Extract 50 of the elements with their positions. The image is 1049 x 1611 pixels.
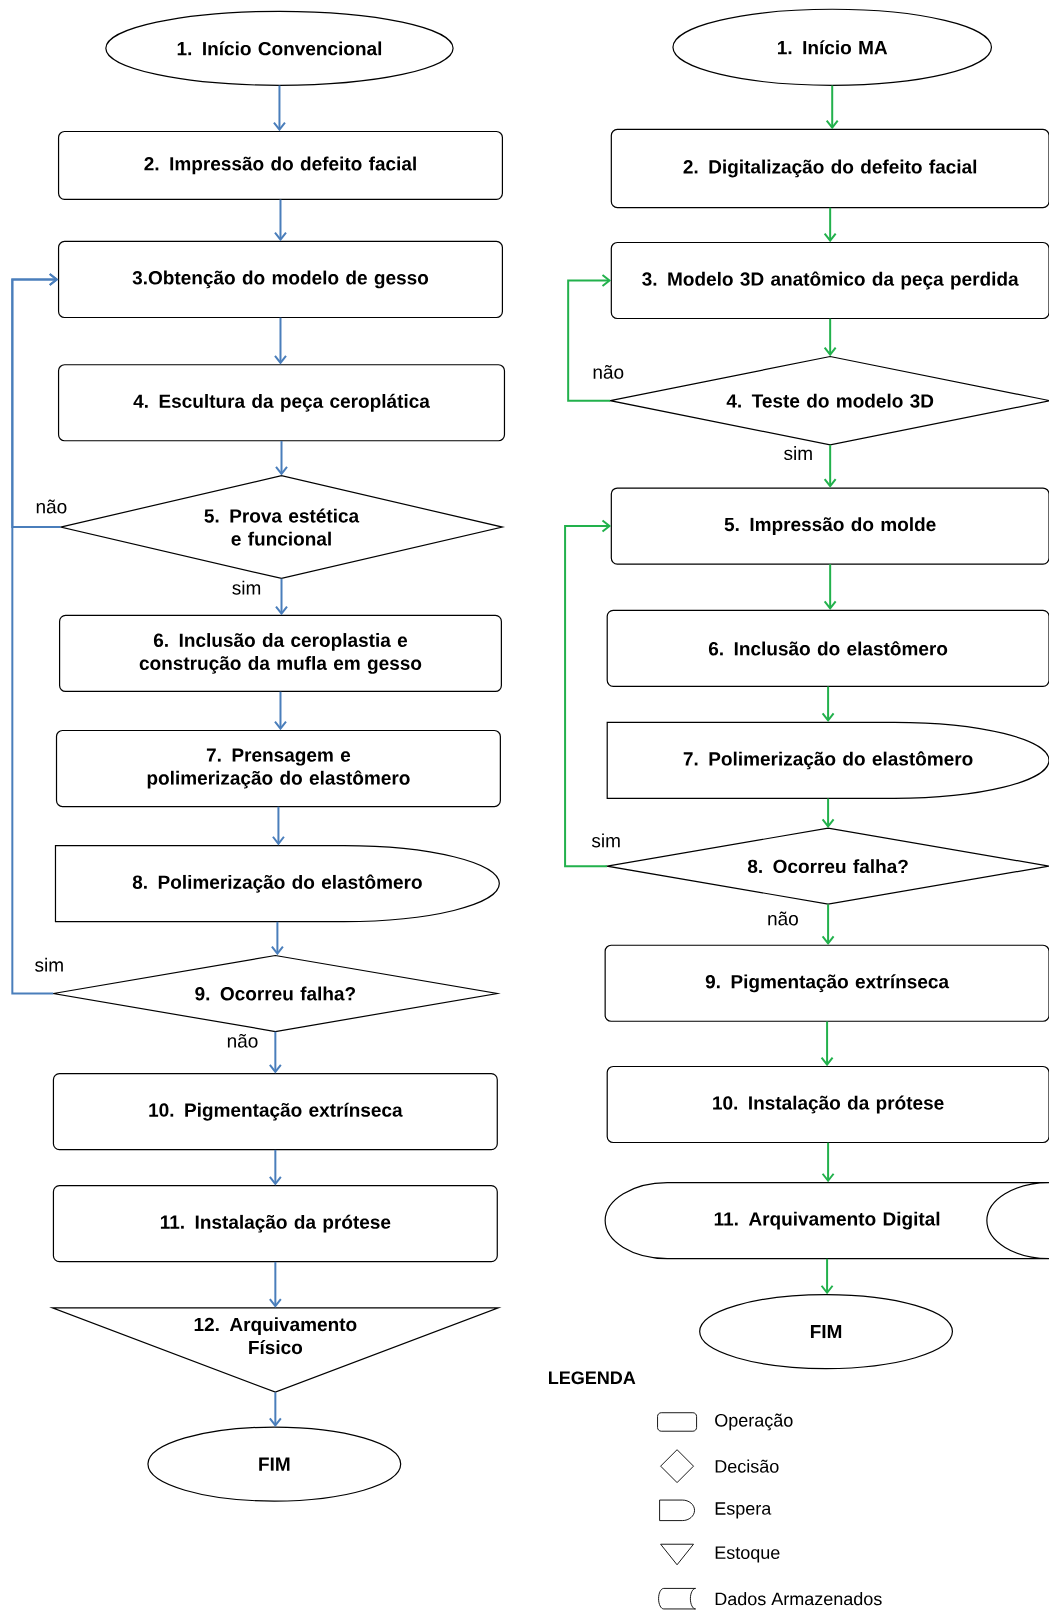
arrow	[274, 198, 287, 242]
process-box: 10. Instalação da prótese	[606, 1065, 1049, 1144]
process-box: 3. Modelo 3D anatômico da peça perdida	[610, 241, 1049, 320]
arrow	[268, 1260, 282, 1308]
arrow	[268, 1391, 282, 1427]
arrow	[821, 797, 835, 828]
arrow	[825, 84, 839, 130]
arrow	[275, 577, 288, 616]
arrow	[821, 1141, 835, 1183]
arrow	[820, 1257, 834, 1295]
process-box: 7. Prensagem e polimerização do elastômero	[55, 729, 501, 808]
process-box: 2. Impressão do defeito facial	[57, 130, 503, 200]
arrow	[821, 903, 835, 946]
arrow	[270, 920, 284, 956]
edge-label: sim	[33, 956, 66, 973]
arrow	[820, 1020, 834, 1067]
arrow	[11, 272, 59, 995]
arrow	[823, 317, 837, 357]
process-box: 6. Inclusão do elastômero	[606, 609, 1049, 687]
arrow	[275, 439, 288, 476]
edge-label: sim	[230, 579, 263, 596]
arrow	[268, 1030, 282, 1074]
legend-text: Dados Armazenados	[715, 1592, 882, 1606]
edge-label: não	[766, 910, 800, 927]
process-box: 3.Obtenção do modelo de gesso	[57, 240, 503, 319]
process-box: 2. Digitalização do defeito facial	[610, 128, 1049, 209]
arrow	[564, 519, 612, 868]
legend-text: Decisão	[715, 1459, 779, 1473]
process-box: 11. Instalação da prótese	[52, 1185, 498, 1263]
process-box: 6. Inclusão da ceroplastia e construção da mufla em gesso	[59, 614, 502, 693]
process-box: 4. Escultura da peça ceroplática	[57, 364, 506, 442]
arrow	[271, 805, 285, 846]
arrow	[823, 444, 837, 488]
legend-text: Espera	[715, 1502, 772, 1519]
arrow	[274, 316, 287, 365]
edge-label: sim	[782, 445, 815, 462]
legend-text: Operação	[715, 1413, 793, 1431]
arrow	[823, 563, 837, 611]
legend-text: Estoque	[715, 1546, 780, 1563]
arrow	[823, 206, 837, 243]
arrow	[272, 84, 286, 132]
process-box: 10. Pigmentação extrínseca	[52, 1073, 498, 1151]
arrow	[821, 685, 835, 723]
arrow	[567, 274, 612, 402]
process-box: 9. Pigmentação extrínseca	[604, 944, 1049, 1022]
legend-title: LEGENDA	[549, 1371, 636, 1385]
arrow	[268, 1148, 282, 1186]
arrow	[274, 690, 287, 731]
process-box: 5. Impressão do molde	[610, 487, 1049, 565]
edge-label: não	[225, 1032, 260, 1049]
